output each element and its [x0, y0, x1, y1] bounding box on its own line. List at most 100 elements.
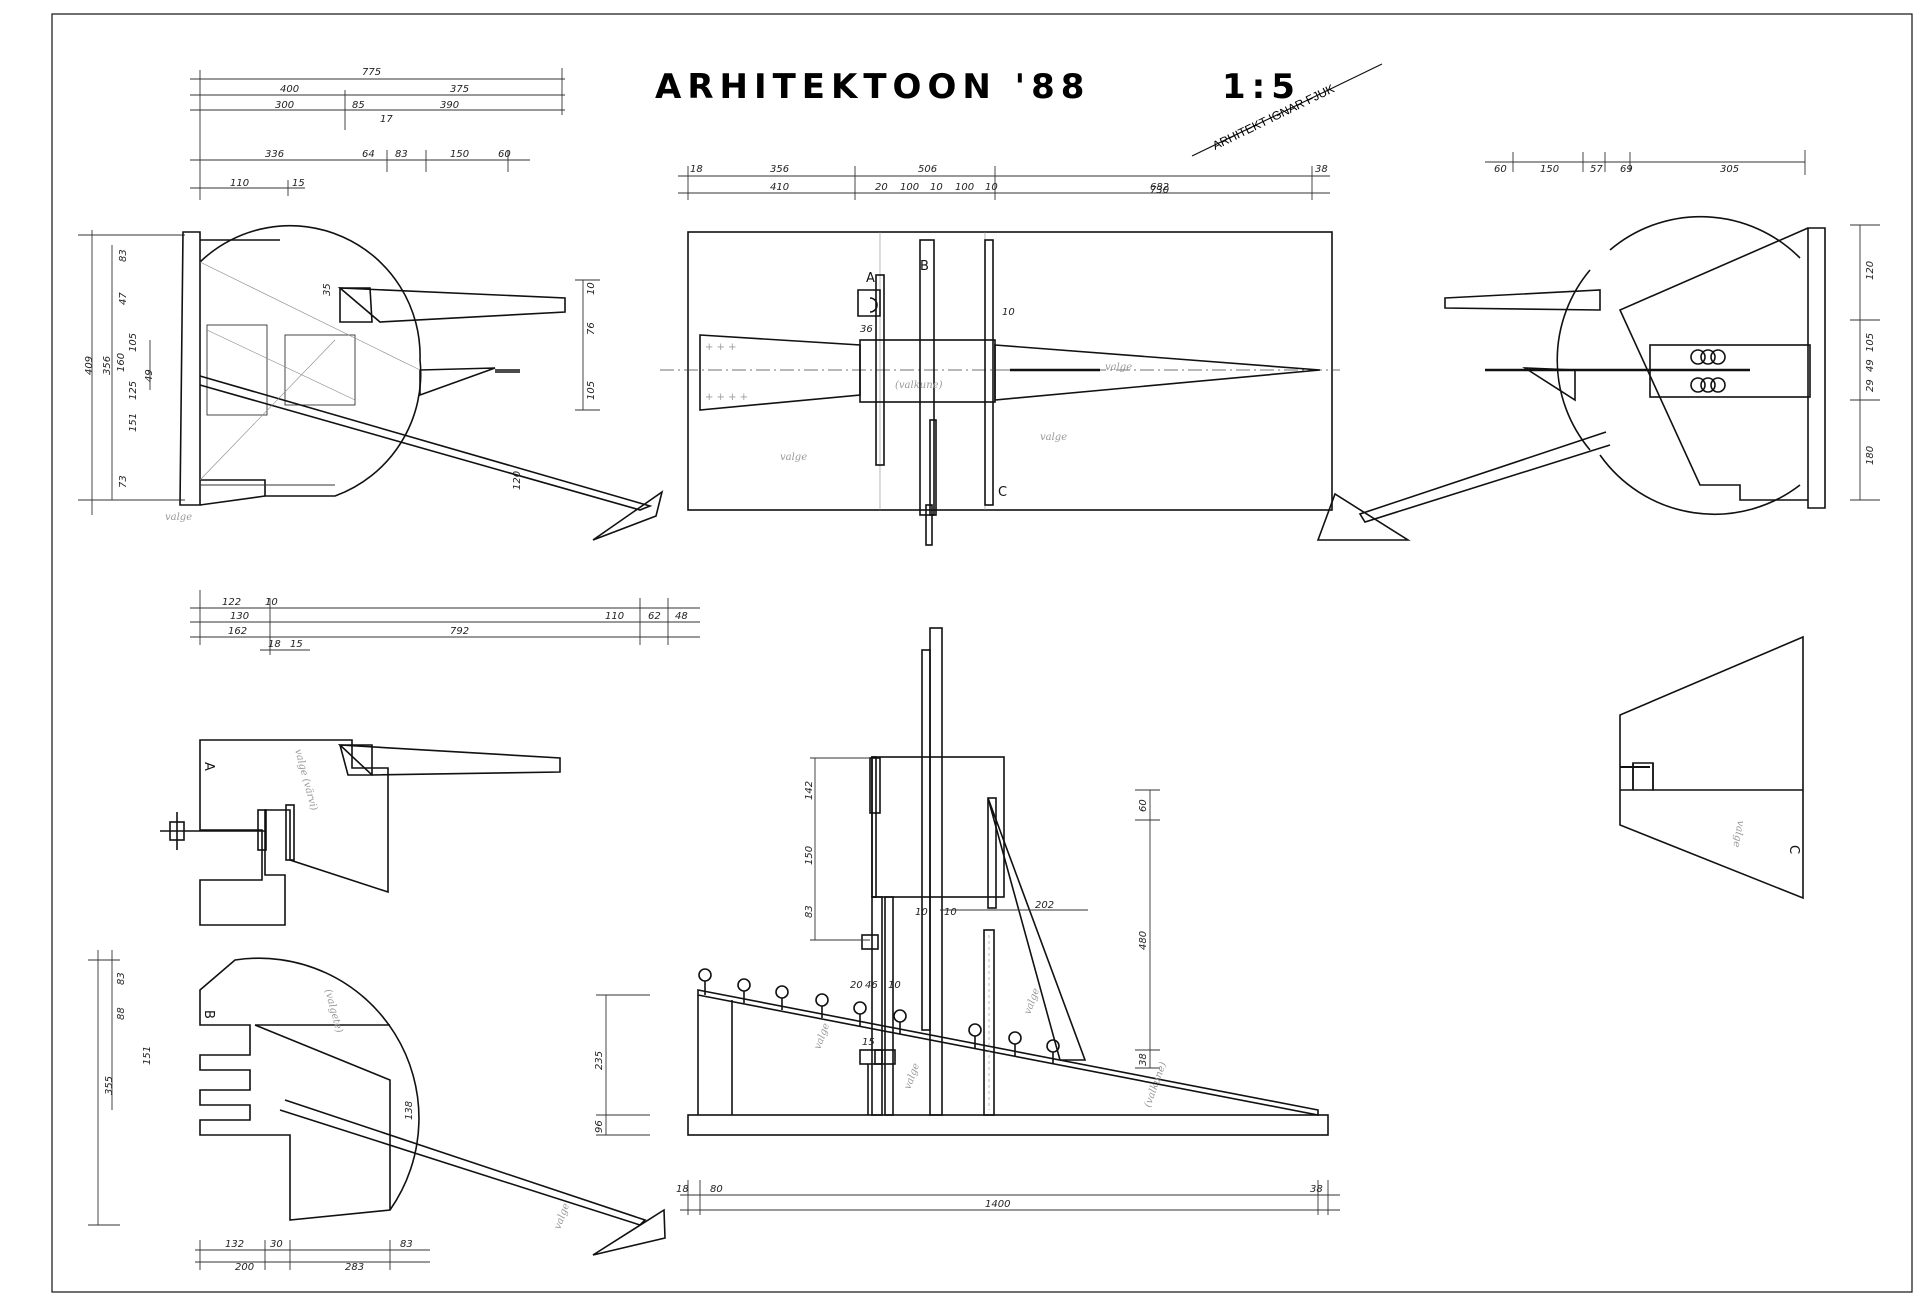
dimension-label: 10	[265, 597, 278, 608]
dimension-label: 18	[676, 1184, 689, 1195]
dimension-label: 18	[268, 639, 281, 650]
dim-390: 390	[440, 100, 459, 111]
dimension-label: 88	[116, 1007, 127, 1020]
dimension-label: 151	[128, 413, 139, 432]
dimension-label: 10	[944, 907, 957, 918]
dimension-label: 506	[918, 164, 937, 175]
dimension-label: C	[1786, 845, 1801, 854]
ball-finials	[698, 968, 1060, 1064]
dimension-label: B	[201, 1010, 216, 1019]
dimension-label: 60	[1494, 164, 1507, 175]
dimension-label: 162	[228, 626, 247, 637]
dim-85: 85	[352, 100, 365, 111]
dim-64: 64	[362, 149, 375, 160]
dimension-label: 62	[648, 611, 661, 622]
dimension-label: 10	[586, 282, 597, 295]
pencil-note-3: valge	[1105, 362, 1132, 373]
pencil-note-5: valge	[1040, 432, 1067, 443]
dim-83: 83	[395, 149, 408, 160]
pencil-note-4: valge	[780, 452, 807, 463]
dimension-label: 10	[1002, 307, 1015, 318]
section-b-view: B (valgete) valge 83 88 151 355 138 132 …	[88, 950, 666, 1273]
dimension-label: 96	[594, 1120, 605, 1133]
dim-15: 15	[292, 178, 305, 189]
dimension-label: 409	[84, 356, 95, 375]
dimension-label: 130	[230, 611, 249, 622]
dimension-label: 356	[770, 164, 789, 175]
dimension-label: 10	[888, 980, 901, 991]
dimension-label: 356	[102, 356, 113, 375]
dimension-label: 30	[270, 1239, 283, 1250]
dimension-label: 35	[322, 283, 333, 296]
side-elevation-view: 142 150 83 10 10 202 20 46 10 15 60 480 …	[594, 627, 1340, 1215]
dimension-label: 122	[222, 597, 241, 608]
dimension-label: 69	[1620, 164, 1633, 175]
dimension-label: 100	[900, 182, 919, 193]
pencil-note-8: valge	[552, 1202, 572, 1231]
dimension-label: 83	[400, 1239, 413, 1250]
dim-300: 300	[275, 100, 294, 111]
dimension-label: 57	[1590, 164, 1603, 175]
plan-view-center: 18 356 506 682 38 410 20 100 10 100 10 7…	[660, 164, 1340, 546]
dimension-label: 38	[1310, 1184, 1323, 1195]
dimension-label: 120	[512, 471, 523, 490]
drawing-title: ARHITEKTOON '88	[655, 67, 1090, 107]
dimension-label: 46	[865, 980, 878, 991]
dimension-label: A	[201, 762, 216, 771]
dimension-label: 20	[875, 182, 888, 193]
dimension-label: 355	[104, 1076, 115, 1095]
pencil-note-6: valge (värvi)	[292, 748, 319, 812]
dimension-label: 1400	[985, 1199, 1010, 1210]
dimension-label: 682	[1150, 182, 1169, 193]
dimension-label: 305	[1720, 164, 1739, 175]
pencil-note-2: (valkune)	[895, 380, 943, 391]
pencil-note-10: valge	[902, 1062, 922, 1091]
dimension-label: 83	[804, 905, 815, 918]
section-marker-c: C	[998, 485, 1007, 500]
dim-336: 336	[265, 149, 284, 160]
dimension-label: 20	[850, 980, 863, 991]
dimension-label: 83	[118, 249, 129, 262]
dim-110: 110	[230, 178, 249, 189]
dim-150: 150	[450, 149, 469, 160]
drawing-frame	[51, 13, 1913, 1293]
dimension-label: 10	[915, 907, 928, 918]
dimension-label: 15	[290, 639, 303, 650]
section-marker-a: A	[866, 271, 875, 286]
dimension-label: 480	[1138, 931, 1149, 950]
dim-17: 17	[380, 114, 393, 125]
dimension-label: 18	[690, 164, 703, 175]
dimension-label: 120	[1865, 261, 1876, 280]
dimension-label: 38	[1315, 164, 1328, 175]
dim-60: 60	[498, 149, 511, 160]
dimension-label: 100	[955, 182, 974, 193]
dimension-label: 105	[128, 333, 139, 352]
dimension-chain-middle: 122 10 130 162 792 110 62 48 18 15	[190, 590, 700, 655]
dimension-label: 151	[142, 1046, 153, 1065]
dimension-label: + + +	[705, 342, 737, 353]
dim-775: 775	[362, 67, 381, 78]
pencil-note-7: (valgete)	[322, 988, 344, 1034]
dimension-label: 105	[586, 381, 597, 400]
plan-view-right: 60 150 57 69 305 120 105 49 29 180	[1316, 150, 1880, 541]
dimension-label: 36	[860, 324, 873, 335]
dimension-label: 38	[1138, 1053, 1149, 1066]
dimension-label: 29	[1865, 379, 1876, 392]
dimension-label: 49	[1865, 359, 1876, 372]
dimension-label: 202	[1035, 900, 1054, 911]
dimension-label: 142	[804, 781, 815, 800]
title-block: ARHITEKTOON '88 1:5 ARHITEKT IGNAR FJUK	[655, 63, 1383, 157]
dimension-label: 60	[1138, 799, 1149, 812]
pencil-note-11: valge	[1022, 987, 1042, 1016]
section-c-view: C valge	[1619, 635, 1804, 900]
section-marker-b: B	[920, 259, 929, 274]
dim-400: 400	[280, 84, 299, 95]
dimension-label: 48	[675, 611, 688, 622]
dimension-label: 150	[804, 846, 815, 865]
dim-375: 375	[450, 84, 469, 95]
dimension-label: 110	[605, 611, 624, 622]
dimension-label: 83	[116, 972, 127, 985]
dimension-label: 15	[862, 1037, 875, 1048]
drawing-scale: 1:5	[1222, 67, 1301, 107]
